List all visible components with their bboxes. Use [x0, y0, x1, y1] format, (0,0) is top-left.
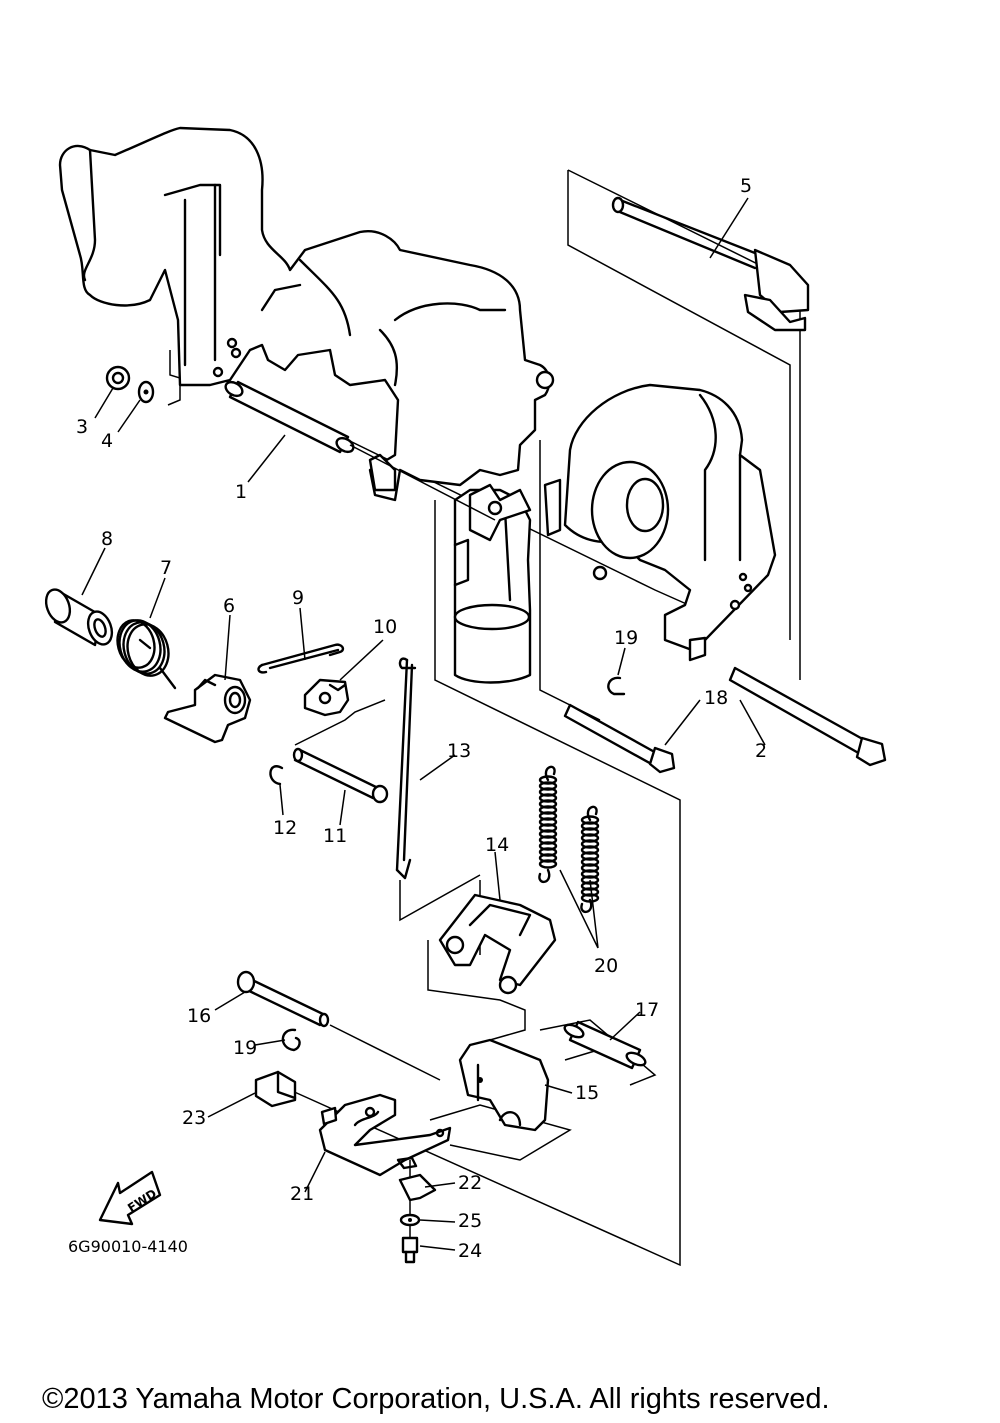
callout-6: 6	[223, 595, 235, 617]
fwd-arrow-icon: FWD	[98, 1170, 162, 1226]
callout-12: 12	[273, 817, 297, 839]
callout-10: 10	[373, 616, 397, 638]
swivel-column	[453, 483, 532, 684]
callout-numbers: 5 3 4 1 8 7 6 9 10 19 18 2 13 12 11 14 2…	[76, 175, 767, 1262]
part-19-circlip-upper	[607, 676, 626, 696]
part-7-torsion-spring	[116, 619, 177, 690]
part-17-roller	[563, 1020, 647, 1070]
part-16-pin	[236, 970, 330, 1028]
callout-2: 2	[755, 740, 767, 762]
part-15-plate	[458, 1038, 550, 1132]
callout-1: 1	[235, 481, 247, 503]
part-22-clip	[396, 1156, 437, 1202]
callout-5: 5	[740, 175, 752, 197]
part-20-springs	[538, 765, 600, 913]
part-3-nut	[105, 365, 131, 391]
callout-15: 15	[575, 1082, 599, 1104]
callout-11: 11	[323, 825, 347, 847]
callout-21: 21	[290, 1183, 314, 1205]
leader-lines	[81, 197, 766, 1251]
callout-4: 4	[101, 430, 113, 452]
callout-8: 8	[101, 528, 113, 550]
part-5-tilt-pin-assembly	[611, 196, 810, 332]
callout-13: 13	[447, 740, 471, 762]
part-8-sleeve	[44, 588, 114, 647]
clamp-bracket	[543, 383, 777, 662]
part-1-rod	[224, 380, 496, 521]
part-4-washer	[137, 380, 155, 404]
spring-right	[580, 805, 600, 913]
part-14-bracket	[438, 893, 557, 995]
callout-7: 7	[160, 557, 172, 579]
drawing-code: 6G90010-4140	[68, 1237, 188, 1256]
copyright-notice: ©2013 Yamaha Motor Corporation, U.S.A. A…	[42, 1383, 830, 1415]
swivel-bracket	[58, 126, 555, 502]
callout-23: 23	[182, 1107, 206, 1129]
part-9-link-rod	[257, 643, 345, 674]
callout-3: 3	[76, 416, 88, 438]
callout-25: 25	[458, 1210, 482, 1232]
part-10-link	[303, 678, 350, 717]
part-21-bracket	[318, 1093, 452, 1177]
part-19-circlip-lower	[281, 1028, 301, 1052]
part-13-rod	[395, 657, 417, 880]
callout-9: 9	[292, 587, 304, 609]
part-18-bolt	[563, 703, 676, 774]
callout-18: 18	[704, 687, 728, 709]
callout-14: 14	[485, 834, 509, 856]
part-12-circlip	[269, 765, 284, 786]
part-11-pin	[292, 747, 389, 804]
callout-16: 16	[187, 1005, 211, 1027]
part-2-bolt	[728, 666, 887, 767]
callout-17: 17	[635, 999, 659, 1021]
part-24-screw	[401, 1236, 419, 1264]
callout-20: 20	[594, 955, 618, 977]
callout-19-upper: 19	[614, 627, 638, 649]
part-23-cap	[254, 1070, 297, 1108]
callout-19-lower: 19	[233, 1037, 257, 1059]
spring-left	[538, 765, 558, 883]
callout-22: 22	[458, 1172, 482, 1194]
part-25-washer	[399, 1213, 421, 1227]
part-6-lever	[163, 673, 252, 744]
callout-24: 24	[458, 1240, 482, 1262]
